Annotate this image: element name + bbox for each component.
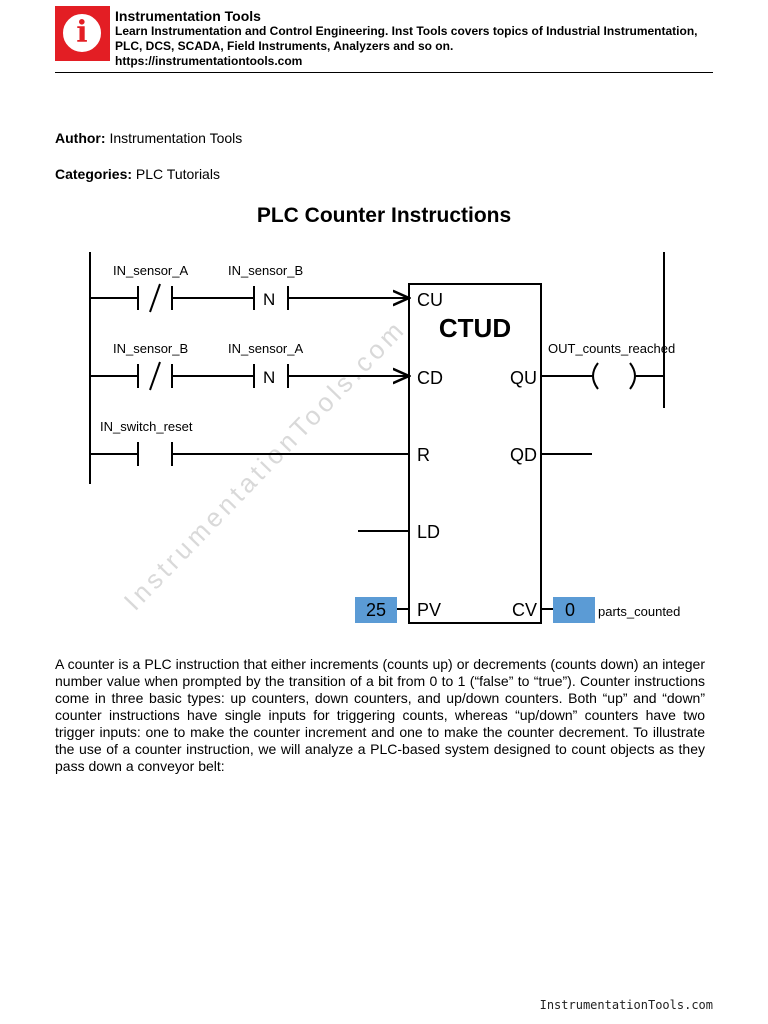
body-paragraph: A counter is a PLC instruction that eith… [55,656,705,774]
document-title: PLC Counter Instructions [256,204,512,227]
author-line: Author: Instrumentation Tools [55,130,242,146]
author-label: Author: [55,130,106,146]
cv-value: 0 [565,600,575,620]
rung1-contact2-label: IN_sensor_B [228,263,303,278]
categories-line: Categories: PLC Tutorials [55,166,220,182]
rung2-contact1-label: IN_sensor_B [113,341,188,356]
rung2-edge-label: N [263,368,275,387]
rung3-contact-label: IN_switch_reset [100,419,193,434]
pin-qd: QD [510,445,537,465]
pv-value-box [355,597,397,623]
rung1-edge-label: N [263,290,275,309]
logo-circle [63,14,101,52]
site-description: Learn Instrumentation and Control Engine… [115,24,698,53]
page-header: i Instrumentation Tools Learn Instrument… [55,6,713,73]
info-logo-icon: i [55,6,110,61]
rung1-contact1-slash [149,283,161,313]
categories-value[interactable]: PLC Tutorials [135,166,220,182]
pin-cu: CU [417,290,443,310]
coil-left-arc [592,362,599,390]
coil-right-arc [629,362,636,390]
ladder-diagram: InstrumentationTools.com [89,252,680,624]
ctud-block [408,283,542,624]
watermark: InstrumentationTools.com [118,313,412,616]
footer-site-name: InstrumentationTools.com [539,998,713,1012]
rung1-contact1-label: IN_sensor_A [113,263,188,278]
rung2-contact2-label: IN_sensor_A [228,341,303,356]
block-name: CTUD [439,313,511,343]
site-url[interactable]: https://instrumentationtools.com [115,54,303,68]
coil-label: OUT_counts_reached [548,341,675,356]
pin-pv: PV [417,600,441,620]
cv-tag-label: parts_counted [598,604,680,619]
pin-ld: LD [417,522,440,542]
pin-cd: CD [417,368,443,388]
pin-cv: CV [512,600,537,620]
author-value: Instrumentation Tools [109,130,243,146]
categories-label: Categories: [55,166,133,182]
pin-r: R [417,445,430,465]
site-title: Instrumentation Tools [115,8,261,24]
cv-value-box [553,597,595,623]
pv-value: 25 [366,600,386,620]
logo-letter: i [76,15,88,50]
rung2-contact1-slash [149,361,161,391]
pin-qu: QU [510,368,537,388]
